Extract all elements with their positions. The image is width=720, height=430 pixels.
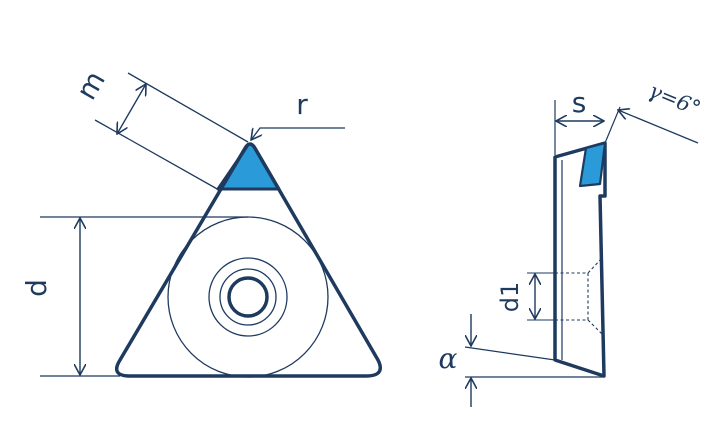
insert-outline bbox=[114, 142, 382, 378]
m-extension-top bbox=[127, 72, 249, 143]
label-m: m bbox=[70, 65, 112, 105]
gamma-angle-line bbox=[604, 106, 621, 144]
label-d1: d1 bbox=[496, 282, 524, 313]
r-leader-line bbox=[251, 127, 345, 140]
cutting-tip-fill bbox=[216, 142, 281, 191]
chipbreaker-fill bbox=[578, 141, 607, 188]
label-alpha: α bbox=[439, 342, 458, 375]
label-d: d bbox=[20, 279, 53, 297]
hole-outer-circle bbox=[208, 257, 288, 337]
alpha-extension-slant bbox=[464, 346, 556, 361]
side-view bbox=[464, 100, 699, 407]
label-r: r bbox=[296, 88, 308, 121]
m-dimension-line bbox=[117, 84, 146, 134]
label-s: s bbox=[572, 86, 587, 119]
label-gamma: γ=6° bbox=[645, 78, 704, 120]
gamma-leader-line bbox=[618, 110, 699, 144]
front-view bbox=[40, 72, 382, 378]
side-hole-hidden-lines bbox=[555, 257, 603, 335]
hole-middle-circle bbox=[219, 268, 277, 326]
m-extension-bottom bbox=[94, 119, 220, 191]
hole-inner-circle bbox=[227, 276, 269, 318]
